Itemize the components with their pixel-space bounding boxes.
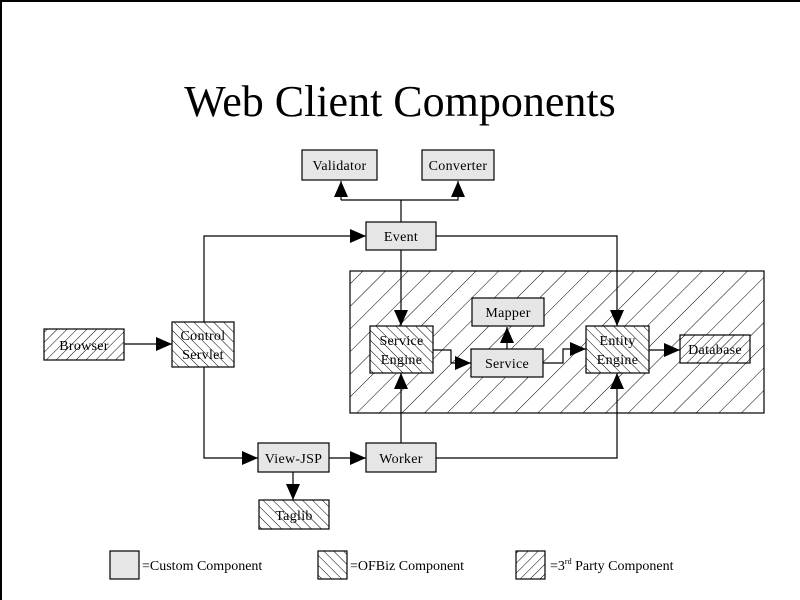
- legend-label-third-party-sup: rd: [565, 557, 572, 566]
- node-browser[interactable]: Browser: [43, 328, 125, 361]
- edge-event-converter: [341, 181, 465, 201]
- node-converter-label: Converter: [429, 159, 488, 174]
- legend-label-custom: =Custom Component: [142, 559, 262, 574]
- node-taglib[interactable]: Taglib: [258, 499, 330, 530]
- node-entity-engine-label-2: Engine: [597, 353, 638, 368]
- node-mapper[interactable]: Mapper: [471, 297, 545, 327]
- node-service-engine-label-2: Engine: [381, 353, 422, 368]
- node-database[interactable]: Database: [679, 334, 751, 364]
- node-taglib-label: Taglib: [275, 509, 312, 524]
- node-browser-label: Browser: [59, 339, 109, 354]
- node-view-jsp-label: View-JSP: [265, 452, 323, 467]
- node-service[interactable]: Service: [470, 348, 544, 378]
- node-control-servlet[interactable]: Control Servlet: [171, 321, 235, 368]
- edge-event-entity-engine: [436, 235, 624, 326]
- legend-label-third-party-prefix: =3: [550, 559, 565, 574]
- legend-item-third-party: =3rd Party Component: [515, 550, 674, 580]
- diagram-title: Web Client Components: [184, 77, 616, 126]
- node-service-label: Service: [485, 357, 529, 372]
- legend-item-custom: =Custom Component: [109, 550, 262, 580]
- node-control-servlet-label-1: Control: [181, 329, 226, 344]
- node-entity-engine[interactable]: Entity Engine: [585, 325, 650, 374]
- node-view-jsp[interactable]: View-JSP: [257, 442, 330, 473]
- edge-control-servlet-view-jsp: [203, 367, 258, 465]
- node-converter[interactable]: Converter: [421, 149, 495, 181]
- legend-label-third-party-suffix: Party Component: [572, 559, 674, 574]
- node-validator-label: Validator: [312, 159, 366, 174]
- node-service-engine[interactable]: Service Engine: [369, 325, 434, 374]
- legend-swatch-custom: [109, 550, 140, 580]
- node-entity-engine-label-1: Entity: [599, 334, 635, 349]
- node-worker-label: Worker: [379, 452, 422, 467]
- connectors: [124, 181, 680, 500]
- node-validator[interactable]: Validator: [301, 149, 378, 181]
- edge-service-engine-service: [433, 349, 471, 370]
- legend-swatch-ofbiz: [317, 550, 348, 580]
- node-database-label: Database: [688, 343, 742, 358]
- edge-worker-entity-engine: [436, 373, 624, 459]
- node-event[interactable]: Event: [365, 221, 437, 251]
- node-event-label: Event: [384, 230, 418, 245]
- legend-label-third-party: =3rd Party Component: [550, 557, 674, 574]
- slide-border-top: [0, 0, 800, 2]
- edge-control-servlet-event: [203, 229, 366, 322]
- node-service-engine-label-1: Service: [379, 334, 423, 349]
- node-mapper-label: Mapper: [485, 306, 530, 321]
- slide-border-left: [0, 0, 2, 600]
- edge-service-entity-engine: [543, 342, 586, 364]
- legend-swatch-third-party: [515, 550, 546, 580]
- node-control-servlet-label-2: Servlet: [182, 348, 224, 363]
- legend-label-ofbiz: =OFBiz Component: [350, 559, 464, 574]
- legend: =Custom Component =OFBiz Component =3rd …: [109, 550, 674, 580]
- node-worker[interactable]: Worker: [365, 442, 437, 473]
- legend-item-ofbiz: =OFBiz Component: [317, 550, 464, 580]
